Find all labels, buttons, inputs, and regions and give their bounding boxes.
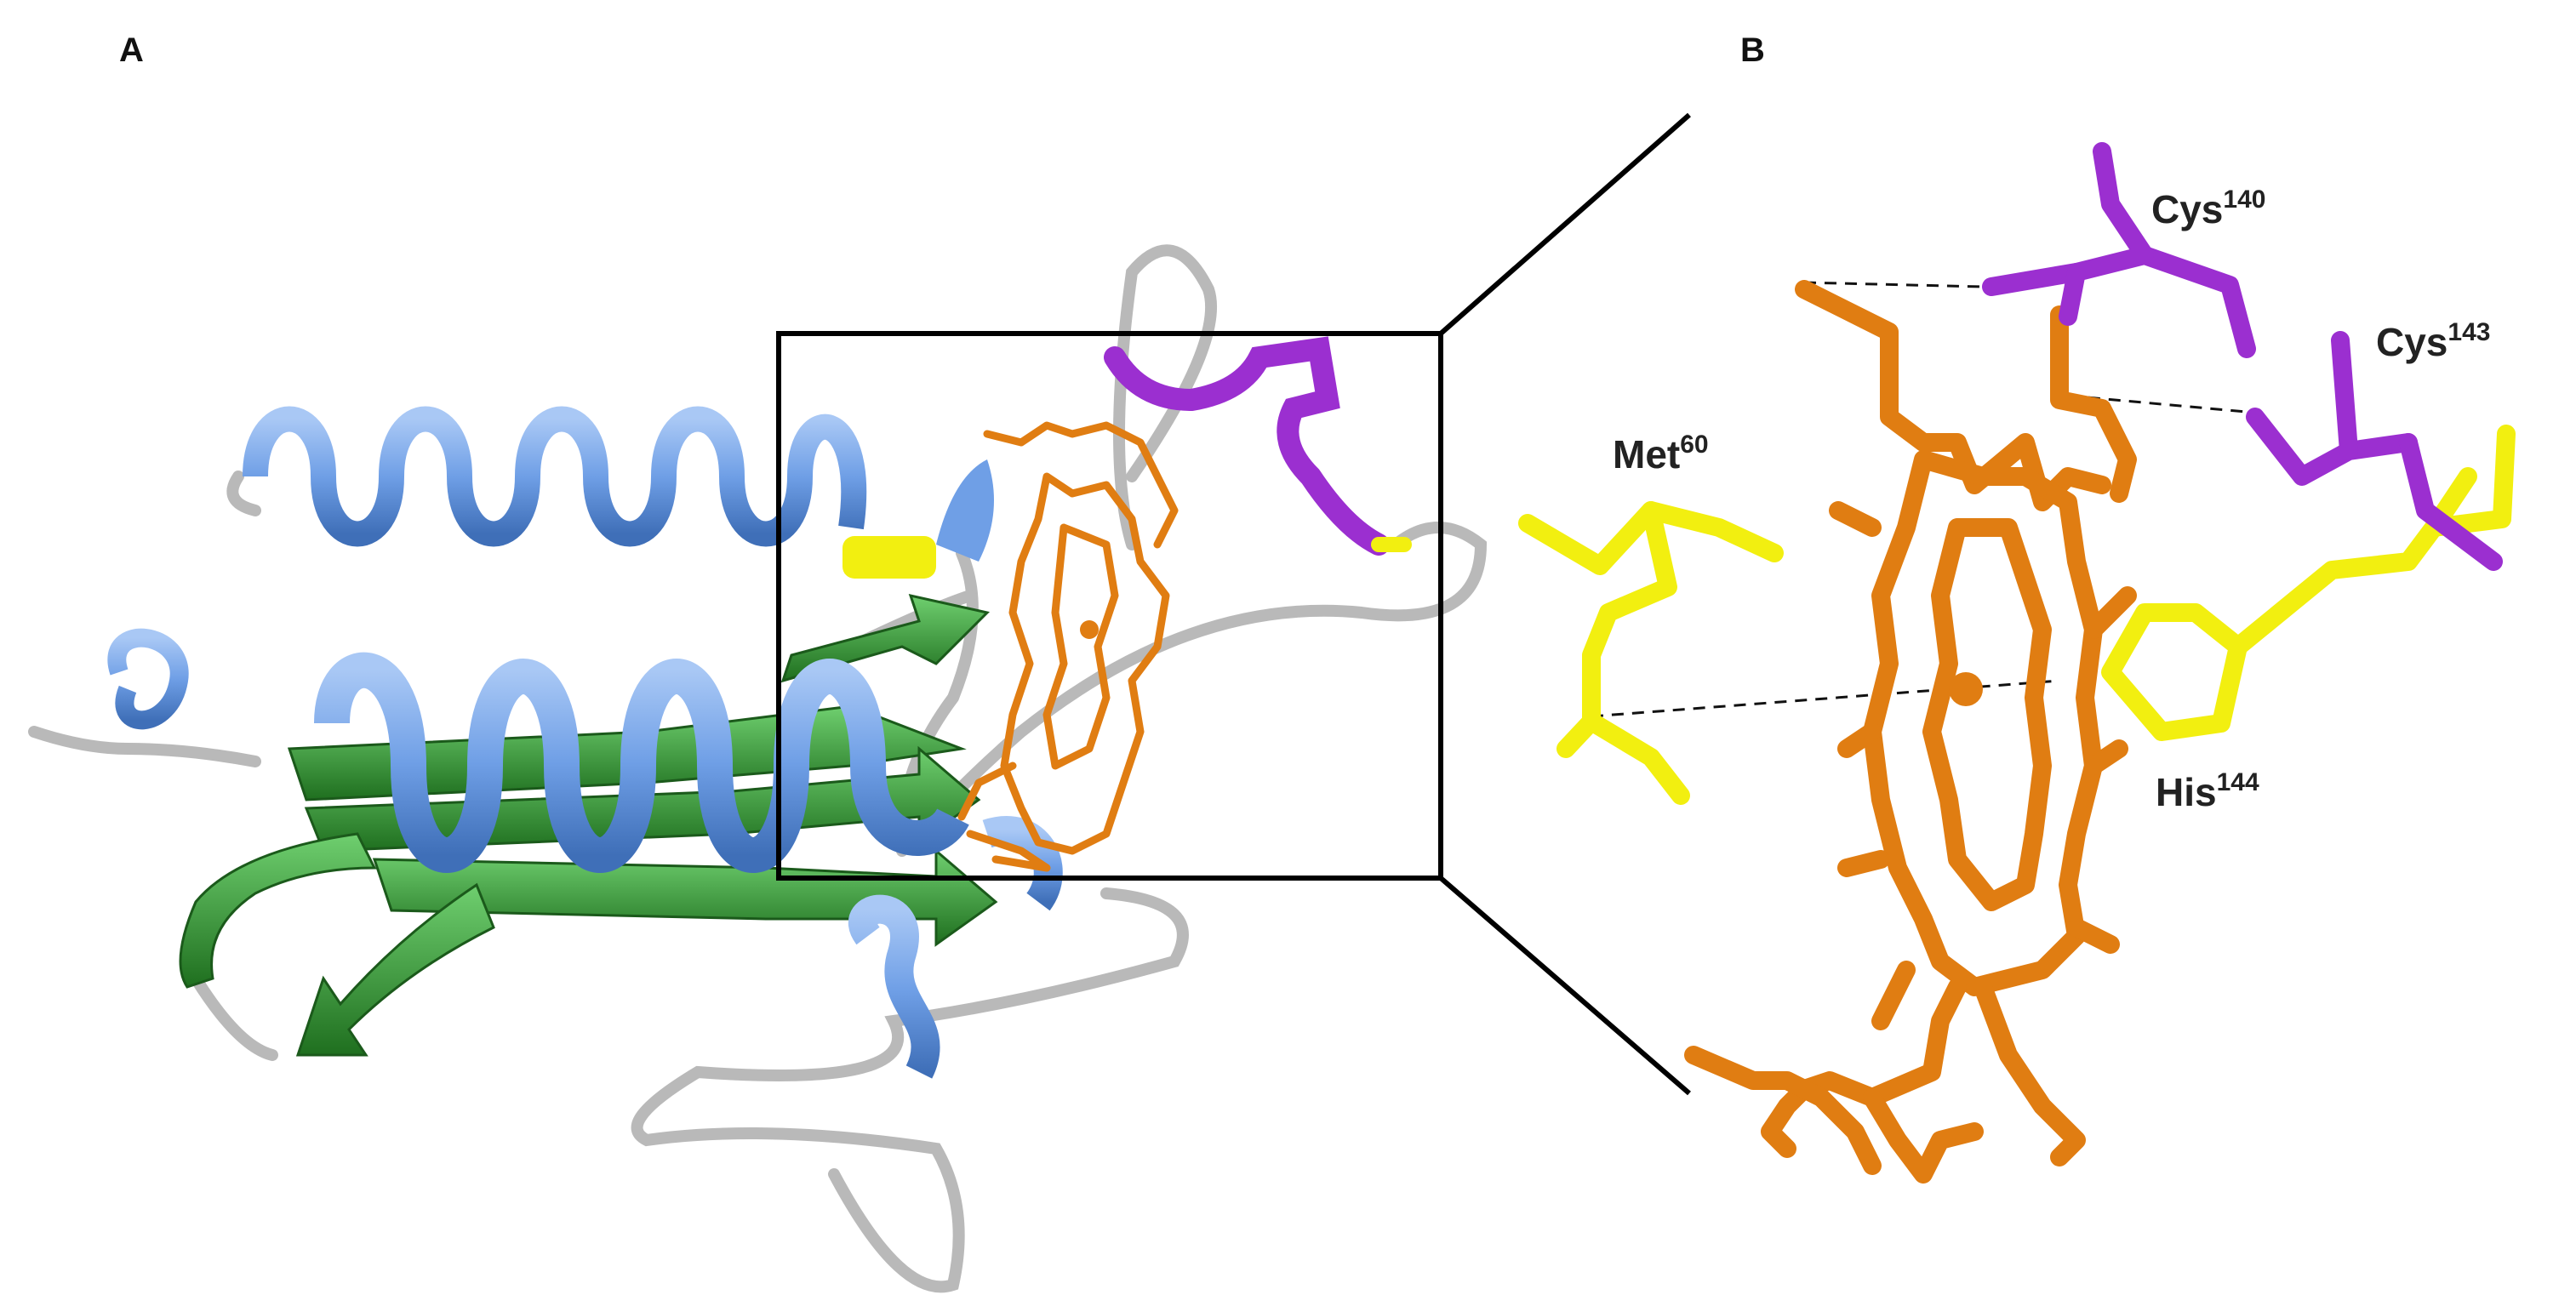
label-met60: Met60 (1613, 431, 1709, 476)
strand-4 (179, 832, 377, 989)
heme-iron-panel-a (1080, 620, 1099, 639)
label-his144: His144 (2156, 768, 2259, 814)
cys140-residue (1982, 142, 2256, 358)
zoom-line-bottom (1439, 876, 1691, 1096)
met60-residue (1518, 501, 1784, 805)
label-cys140: Cys140 (2151, 185, 2265, 231)
cys143-residue (2246, 331, 2503, 571)
label-cys143: Cys143 (2376, 318, 2490, 364)
panel-b: B (1518, 31, 2516, 1184)
zoom-line-top (1439, 112, 1691, 336)
strand-5 (295, 882, 495, 1057)
panel-a-letter: A (119, 31, 144, 69)
protein-cartoon (28, 244, 1488, 1293)
panel-a: A (28, 31, 1691, 1293)
helix-top (243, 406, 867, 547)
helix-middle (314, 652, 969, 873)
interaction-lines (1591, 281, 2256, 718)
heme-panel-b (1684, 280, 2137, 1184)
residue-labels: Cys140 Cys143 Met60 His144 (1613, 185, 2490, 814)
heme-iron-panel-b (1949, 672, 1983, 706)
zoom-box (776, 331, 1443, 881)
heme-panel-a (957, 421, 1179, 872)
cys-segment (1104, 336, 1412, 556)
helix-small (107, 628, 189, 730)
strand-3 (372, 847, 998, 947)
panel-b-letter: B (1740, 31, 1765, 69)
helix-top-end (936, 459, 994, 562)
helix-top-yellow-segment (842, 536, 936, 579)
helix-lower (848, 816, 1063, 1079)
